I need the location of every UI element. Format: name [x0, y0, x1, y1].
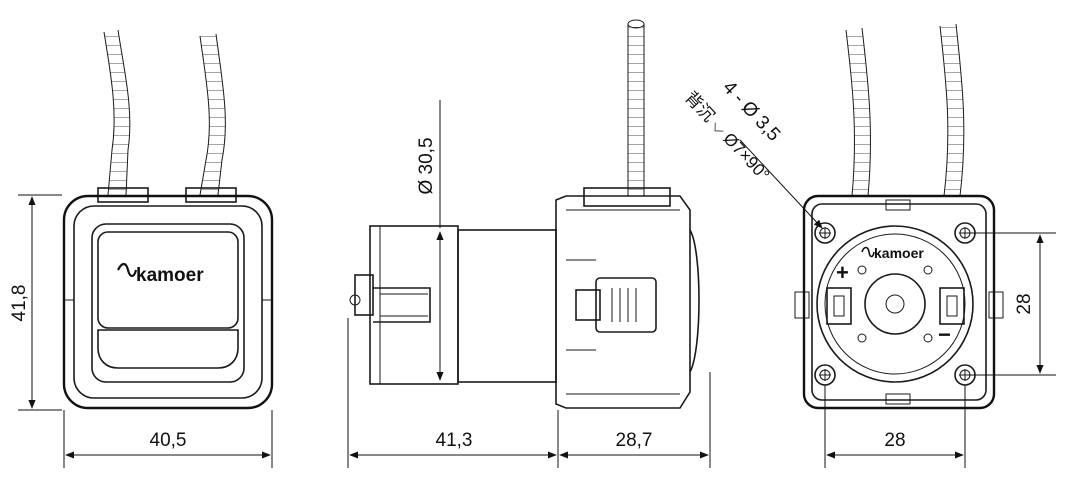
side-view: Ø 30,5 41,3 28,7 — [347, 19, 711, 468]
polarity-plus: + — [836, 260, 849, 285]
front-tube-left — [103, 29, 131, 196]
back-logo-text: kamoer — [874, 245, 924, 261]
polarity-minus: − — [938, 322, 951, 347]
brand-logo-text: kamoer — [136, 265, 204, 286]
dim-back-width: 28 — [884, 430, 905, 451]
hole-callout-line2: 背沉 ⌵ Ø7×90° — [681, 88, 773, 185]
dim-back-height: 28 — [1014, 293, 1035, 314]
dim-front-height: 41,8 — [9, 285, 30, 322]
front-view: kamoer 41,8 40,5 — [9, 29, 274, 468]
front-tube-right — [199, 33, 226, 196]
mounting-holes — [814, 222, 976, 386]
dim-motor-length: 41,3 — [436, 430, 473, 451]
front-logo: kamoer — [117, 262, 204, 286]
dim-head-length: 28,7 — [616, 430, 653, 451]
back-logo: kamoer — [861, 245, 924, 261]
dim-front-width: 40,5 — [150, 430, 187, 451]
back-view: + − kamoer 4 - Ø 3,5 背沉 ⌵ Ø7×90° 28 28 — [681, 23, 1056, 468]
dim-motor-diameter: Ø 30,5 — [416, 137, 437, 194]
